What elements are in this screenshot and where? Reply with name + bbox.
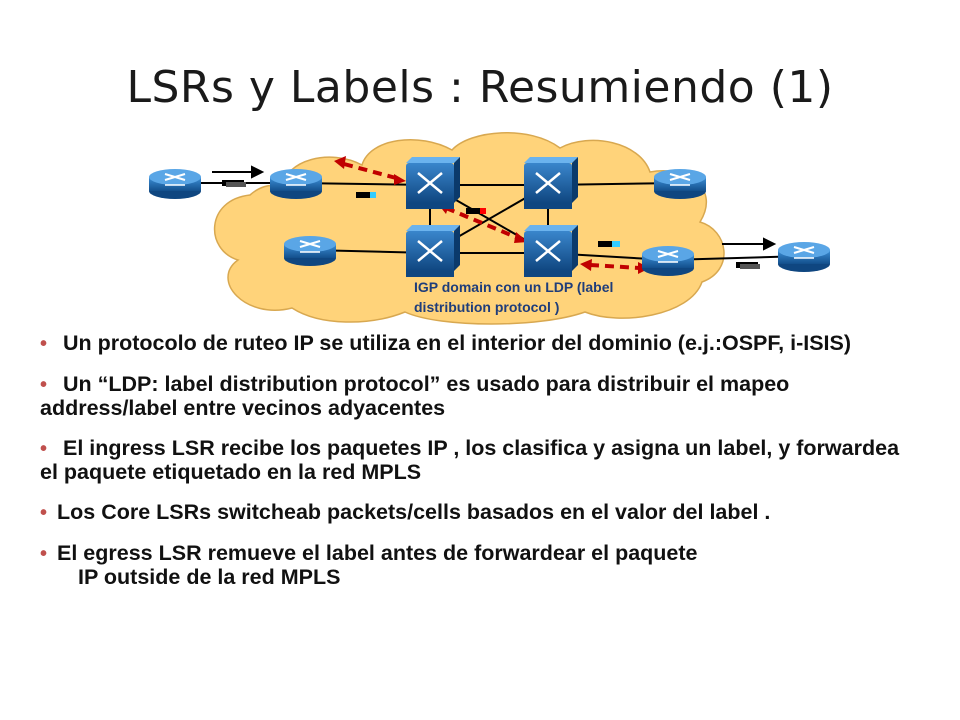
cloud-label-line1: IGP domain con un LDP (label bbox=[414, 279, 613, 295]
bullet-dot-icon: • bbox=[40, 543, 48, 565]
core-switches bbox=[406, 157, 578, 277]
router-icon bbox=[654, 169, 706, 199]
switch-icon bbox=[524, 225, 578, 277]
cloud-label-line2: distribution protocol ) bbox=[414, 299, 559, 315]
bullet-dot-icon: • bbox=[40, 374, 48, 396]
traffic-arrows bbox=[212, 165, 777, 251]
bullet-continuation: IP outside de la red MPLS bbox=[78, 565, 341, 589]
router-icon bbox=[149, 169, 201, 199]
slide-title: LSRs y Labels : Resumiendo (1) bbox=[126, 62, 834, 113]
igp-domain-cloud bbox=[214, 132, 725, 325]
bullet-item: •El egress LSR remueve el label antes de… bbox=[40, 542, 920, 589]
label-tags bbox=[222, 180, 760, 269]
router-icon bbox=[778, 242, 830, 272]
bullet-item: • Un “LDP: label distribution protocol” … bbox=[40, 372, 790, 420]
ldp-arrows bbox=[343, 162, 641, 270]
router-icon bbox=[284, 236, 336, 266]
bullet-item: • El ingress LSR recibe los paquetes IP … bbox=[40, 436, 900, 484]
bullet-item: • Un protocolo de ruteo IP se utiliza en… bbox=[40, 331, 852, 356]
edge-routers bbox=[149, 169, 830, 276]
bullet-dot-icon: • bbox=[40, 502, 48, 524]
router-icon bbox=[270, 169, 322, 199]
bullet-dot-icon: • bbox=[40, 438, 48, 460]
switch-icon bbox=[406, 225, 460, 277]
bullet-list: • Un protocolo de ruteo IP se utiliza en… bbox=[40, 332, 920, 606]
bullet-item: •Los Core LSRs switcheab packets/cells b… bbox=[40, 500, 771, 525]
switch-icon bbox=[406, 157, 460, 209]
switch-icon bbox=[524, 157, 578, 209]
mpls-network-diagram: IGP domain con un LDP (label distributio… bbox=[149, 132, 830, 325]
bullet-dot-icon: • bbox=[40, 333, 48, 355]
router-icon bbox=[642, 246, 694, 276]
